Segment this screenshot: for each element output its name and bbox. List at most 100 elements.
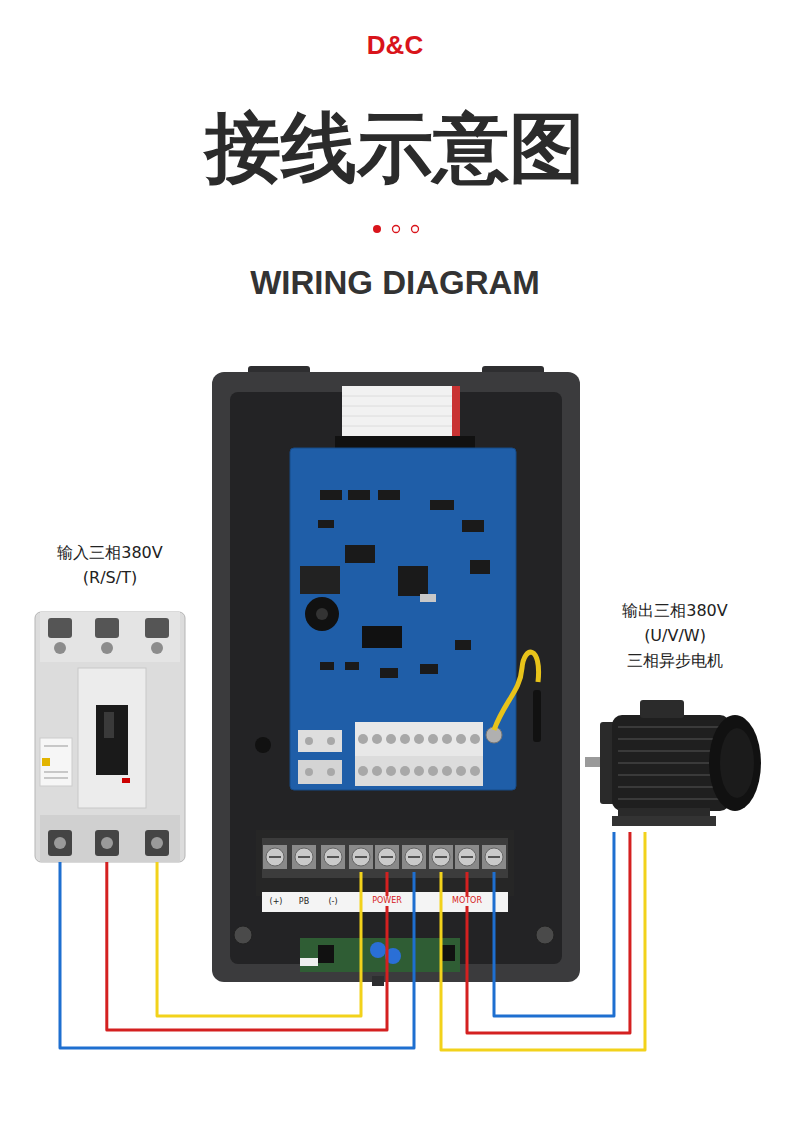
decor-dots bbox=[373, 225, 419, 233]
circuit-breaker bbox=[40, 612, 180, 662]
control-board bbox=[372, 766, 382, 776]
control-board bbox=[494, 652, 539, 730]
terminal-strip bbox=[432, 848, 450, 866]
control-board bbox=[327, 737, 335, 745]
control-board bbox=[386, 766, 396, 776]
control-board bbox=[305, 597, 339, 631]
circuit-breaker bbox=[35, 612, 185, 862]
control-board bbox=[462, 520, 484, 532]
control-board bbox=[470, 766, 480, 776]
circuit-breaker bbox=[42, 758, 50, 766]
terminal-strip bbox=[402, 845, 426, 869]
circuit-breaker bbox=[145, 830, 169, 856]
control-board bbox=[305, 768, 313, 776]
terminal-strip bbox=[321, 845, 345, 869]
control-board bbox=[358, 766, 368, 776]
power-wire bbox=[494, 832, 614, 1016]
ribbon-cable bbox=[335, 386, 475, 458]
decor-dots bbox=[412, 226, 419, 233]
subtitle: WIRING DIAGRAM bbox=[135, 264, 655, 302]
brand-logo: D&C bbox=[295, 30, 495, 61]
circuit-breaker bbox=[35, 612, 185, 862]
induction-motor bbox=[618, 798, 726, 800]
fan-board bbox=[300, 938, 460, 972]
control-board bbox=[305, 734, 480, 776]
control-board bbox=[380, 668, 398, 678]
control-board bbox=[456, 766, 466, 776]
circuit-breaker bbox=[95, 618, 119, 638]
title: 接线示意图 bbox=[0, 104, 790, 191]
control-board bbox=[290, 448, 516, 790]
control-board bbox=[327, 768, 335, 776]
terminal-strip bbox=[482, 845, 506, 869]
control-board bbox=[372, 734, 382, 744]
induction-motor bbox=[585, 700, 761, 826]
control-board bbox=[456, 734, 466, 744]
terminal-strip bbox=[324, 848, 342, 866]
control-board bbox=[442, 734, 452, 744]
circuit-breaker bbox=[48, 618, 72, 638]
fan-board bbox=[441, 945, 455, 961]
ribbon-cable bbox=[342, 386, 460, 440]
power-wire bbox=[60, 862, 414, 1048]
induction-motor bbox=[618, 786, 726, 788]
circuit-breaker bbox=[44, 778, 68, 779]
terminal-strip bbox=[298, 856, 310, 858]
circuit-breaker bbox=[95, 830, 119, 856]
control-board bbox=[430, 500, 454, 510]
inverter-housing bbox=[255, 737, 271, 753]
circuit-breaker bbox=[48, 830, 72, 856]
control-board bbox=[414, 734, 424, 744]
terminal-strip bbox=[256, 830, 514, 912]
fan-board bbox=[370, 942, 386, 958]
circuit-breaker bbox=[40, 815, 180, 862]
terminal-strip bbox=[269, 856, 500, 858]
terminal-strip bbox=[262, 892, 508, 912]
control-board bbox=[428, 766, 438, 776]
control-board bbox=[345, 662, 359, 670]
motor-node: 输出三相380V (U/V/W) 三相异步电机 bbox=[590, 598, 760, 832]
circuit-breaker bbox=[96, 705, 128, 775]
control-board bbox=[400, 766, 410, 776]
circuit-breaker bbox=[122, 778, 130, 783]
circuit-breaker bbox=[151, 642, 163, 654]
control-board bbox=[358, 734, 368, 744]
device-caption: 输入三相380V (R/S/T) bbox=[48, 540, 172, 590]
ribbon-cable bbox=[342, 396, 452, 397]
terminal-group-label: MOTOR bbox=[450, 896, 484, 906]
control-board bbox=[398, 566, 428, 596]
circuit-breaker bbox=[104, 712, 114, 738]
control-board bbox=[420, 664, 438, 674]
control-board bbox=[362, 626, 402, 648]
terminal-strip bbox=[262, 838, 508, 878]
control-board bbox=[378, 490, 400, 500]
ribbon-cable bbox=[342, 416, 452, 417]
terminal-strip bbox=[263, 845, 287, 869]
terminal-strip bbox=[458, 848, 476, 866]
terminal-strip bbox=[461, 856, 473, 858]
control-board bbox=[355, 756, 483, 786]
ribbon-cable bbox=[452, 386, 460, 440]
terminal-strip bbox=[429, 845, 453, 869]
circuit-breaker bbox=[40, 738, 72, 786]
induction-motor bbox=[612, 816, 716, 826]
terminal-strip bbox=[455, 845, 479, 869]
circuit-breaker bbox=[101, 837, 113, 849]
inverter-housing bbox=[212, 372, 580, 982]
control-board bbox=[345, 545, 375, 563]
breaker-node: 输入三相380V (R/S/T) bbox=[30, 540, 190, 862]
terminal-strip bbox=[292, 845, 316, 869]
device-caption: 输出三相380V (U/V/W) 三相异步电机 bbox=[613, 598, 737, 673]
motor-terminals: MOTOR bbox=[427, 845, 507, 872]
fan-board bbox=[300, 938, 460, 972]
control-board bbox=[298, 730, 342, 752]
circuit-breaker bbox=[44, 746, 68, 747]
terminal-strip bbox=[266, 848, 503, 866]
terminal-label: PB bbox=[291, 896, 317, 907]
control-board bbox=[305, 737, 313, 745]
inverter-housing bbox=[533, 690, 541, 742]
terminal-strip bbox=[269, 856, 281, 858]
control-board bbox=[320, 662, 334, 670]
terminal-strip bbox=[352, 848, 370, 866]
control-board bbox=[386, 734, 396, 744]
